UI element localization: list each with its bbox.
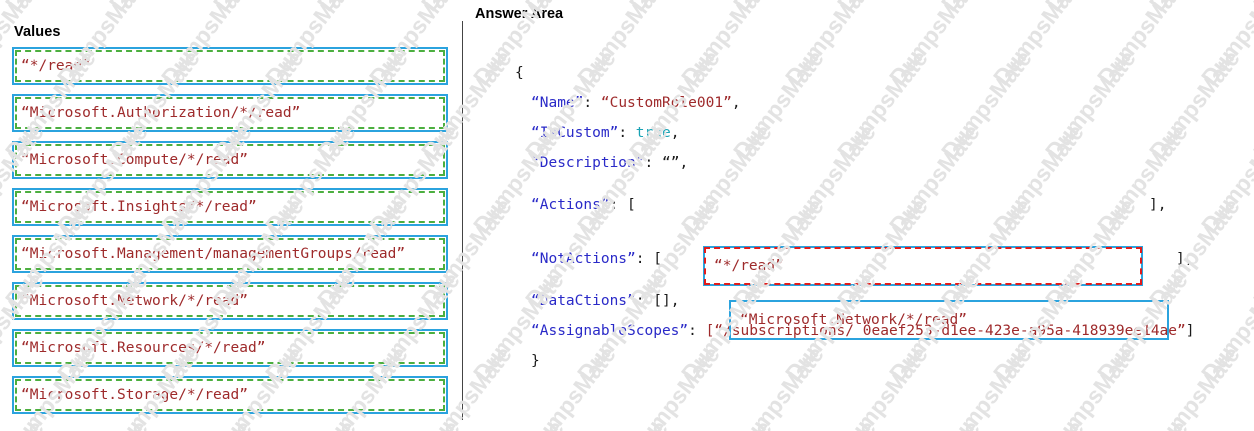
json-value-name: “CustomRole001” xyxy=(600,95,732,111)
json-key-actions: “Actions” xyxy=(531,197,610,213)
value-option-label: “Microsoft.Authorization/*/read” xyxy=(21,105,301,121)
json-colon: : xyxy=(609,197,619,213)
answer-slot-actions-value: “*/read” xyxy=(714,258,784,274)
json-bracket-open: [ xyxy=(705,323,715,339)
value-option-7[interactable]: “Microsoft.Storage/*/read” xyxy=(12,376,448,414)
json-key-assignablescopes: “AssignableScopes” xyxy=(531,323,689,339)
values-panel-title: Values xyxy=(14,24,61,40)
json-value-assignablescopes: “/subscriptions/ 0eaef253-d1ee-423e-a95a… xyxy=(714,323,1186,339)
json-colon: : xyxy=(635,251,645,267)
json-line-iscustom: “IsCustom”: true, xyxy=(515,118,1194,148)
json-bracket-close-notactions: ], xyxy=(1176,251,1194,267)
value-option-label: “*/read” xyxy=(21,58,91,74)
value-option-0[interactable]: “*/read” xyxy=(12,47,448,85)
value-option-1[interactable]: “Microsoft.Authorization/*/read” xyxy=(12,94,448,132)
close-brace: } xyxy=(531,353,540,369)
json-bracket-open: [ xyxy=(627,197,636,213)
json-comma: , xyxy=(670,125,680,141)
json-colon: : xyxy=(688,323,697,339)
json-line-actions: “Actions”: [ ], xyxy=(515,178,1194,232)
answer-slot-notactions-value: “Microsoft.Network/*/read” xyxy=(740,312,967,328)
json-line-datactions: “DataCtions”: [], xyxy=(515,286,1194,316)
value-option-2[interactable]: “Microsoft.Compute/*/read” xyxy=(12,141,448,179)
json-line-assignablescopes: “AssignableScopes”: [“/subscriptions/ 0e… xyxy=(515,316,1194,346)
json-line-open-brace: { xyxy=(515,58,1194,88)
answer-slot-notactions[interactable]: “Microsoft.Network/*/read” xyxy=(729,300,1169,340)
json-colon: : xyxy=(618,125,628,141)
json-key-datactions: “DataCtions” xyxy=(531,293,636,309)
json-line-close-brace: } xyxy=(515,346,1194,376)
json-bracket-close: ] xyxy=(1185,323,1195,339)
json-colon: : xyxy=(583,95,593,111)
value-option-label: “Microsoft.Management/managementGroups/r… xyxy=(21,246,406,262)
json-value-iscustom: true xyxy=(635,125,671,141)
json-value-datactions: [], xyxy=(653,293,680,309)
json-line-notactions: “NotActions”: [ ], xyxy=(515,232,1194,286)
answer-area-panel: Answer Area { “Name”: “CustomRole001”, “… xyxy=(463,0,1254,431)
value-option-3[interactable]: “Microsoft.Insights/*/read” xyxy=(12,188,448,226)
json-colon: : xyxy=(644,155,654,171)
json-line-name: “Name”: “CustomRole001”, xyxy=(515,88,1194,118)
value-option-label: “Microsoft.Resources/*/read” xyxy=(21,340,266,356)
value-option-6[interactable]: “Microsoft.Resources/*/read” xyxy=(12,329,448,367)
json-line-description: “Description”: “”, xyxy=(515,148,1194,178)
json-value-description: “” xyxy=(661,155,680,171)
json-bracket-close-actions: ], xyxy=(1149,197,1167,213)
answer-area-title: Answer Area xyxy=(475,6,564,22)
value-option-label: “Microsoft.Network/*/read” xyxy=(21,293,248,309)
json-bracket-open: [ xyxy=(653,251,662,267)
json-key-iscustom: “IsCustom” xyxy=(531,125,619,141)
json-comma: , xyxy=(679,155,689,171)
json-key-notactions: “NotActions” xyxy=(531,251,636,267)
panel-divider xyxy=(462,21,463,420)
role-definition-json: { “Name”: “CustomRole001”, “IsCustom”: t… xyxy=(515,58,1194,376)
json-key-description: “Description” xyxy=(531,155,645,171)
value-option-4[interactable]: “Microsoft.Management/managementGroups/r… xyxy=(12,235,448,273)
open-brace: { xyxy=(515,65,524,81)
value-option-5[interactable]: “Microsoft.Network/*/read” xyxy=(12,282,448,320)
json-comma: , xyxy=(731,95,741,111)
values-panel: Values “*/read” “Microsoft.Authorization… xyxy=(0,0,462,431)
values-list: “*/read” “Microsoft.Authorization/*/read… xyxy=(12,47,448,423)
json-colon: : xyxy=(635,293,645,309)
answer-slot-actions[interactable]: “*/read” xyxy=(703,246,1143,286)
json-key-name: “Name” xyxy=(531,95,584,111)
value-option-label: “Microsoft.Storage/*/read” xyxy=(21,387,248,403)
value-option-label: “Microsoft.Compute/*/read” xyxy=(21,152,248,168)
value-option-label: “Microsoft.Insights/*/read” xyxy=(21,199,257,215)
